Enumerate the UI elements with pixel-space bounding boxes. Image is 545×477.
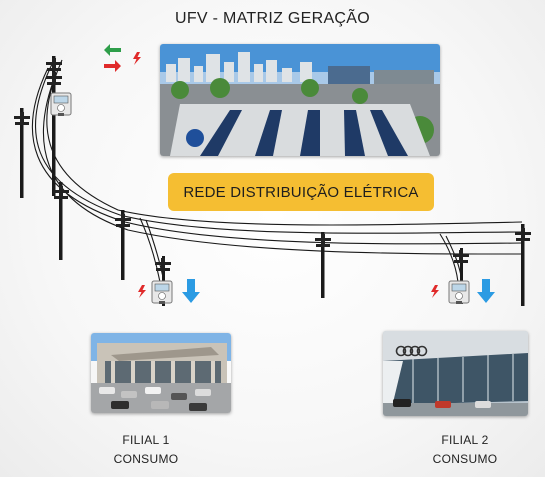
branch-1-photo <box>91 333 231 413</box>
utility-pole-icon <box>453 248 469 304</box>
energy-meter-icon <box>448 280 470 305</box>
branch-1-name: FILIAL 1 <box>122 433 170 447</box>
diagram-title: UFV - MATRIZ GERAÇÃO <box>174 10 371 27</box>
energy-meter-icon <box>151 280 173 305</box>
bidirectional-arrows-icon <box>104 44 121 72</box>
lightning-icon <box>138 285 146 298</box>
branch-2-label: FILIAL 2 CONSUMO <box>415 431 515 469</box>
lightning-icon <box>133 52 141 65</box>
solar-plant-photo <box>160 44 440 156</box>
energy-meter-icon <box>50 92 72 117</box>
utility-pole-icon <box>115 210 131 280</box>
branch-2-photo <box>383 331 528 416</box>
utility-pole-icon <box>53 182 69 260</box>
distribution-grid-label: REDE DISTRIBUIÇÃO ELÉTRICA <box>168 173 434 211</box>
utility-pole-icon <box>315 232 331 298</box>
power-lines <box>31 59 523 283</box>
utility-pole-icon <box>46 56 62 196</box>
utility-pole-icon <box>14 108 30 198</box>
lightning-icon <box>431 285 439 298</box>
branch-1-role: CONSUMO <box>113 452 179 466</box>
branch-2-name: FILIAL 2 <box>441 433 489 447</box>
down-arrow-icon <box>477 279 495 303</box>
utility-pole-icon <box>515 224 531 306</box>
branch-2-role: CONSUMO <box>432 452 498 466</box>
branch-1-label: FILIAL 1 CONSUMO <box>96 431 196 469</box>
down-arrow-icon <box>182 279 200 303</box>
